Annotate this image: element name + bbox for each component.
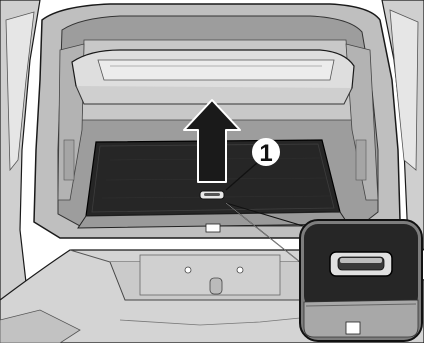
callout-label-1: 1 — [259, 140, 272, 167]
floor-handle-icon — [200, 191, 224, 199]
parcel-shelf — [72, 50, 354, 104]
inset-handle-icon — [330, 252, 392, 276]
zoom-inset — [300, 220, 422, 341]
